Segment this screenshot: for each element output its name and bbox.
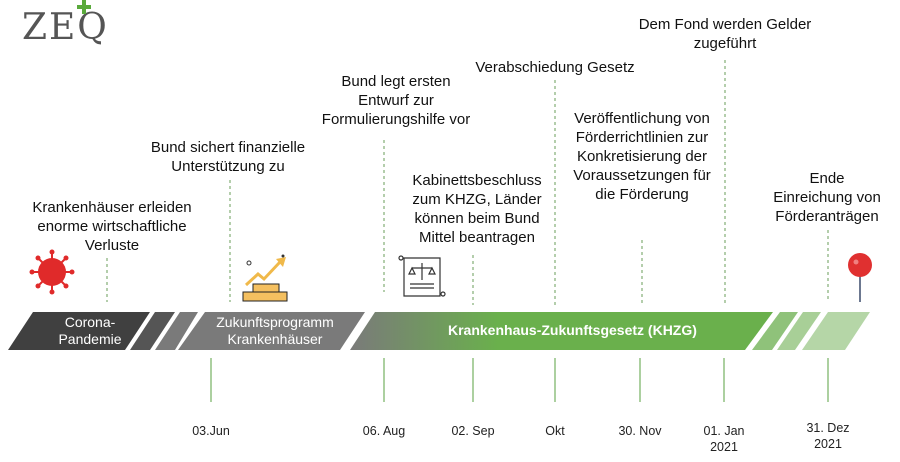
segment-khzg (350, 312, 773, 350)
segment-zukunftsprogramm (178, 312, 365, 350)
virus-icon (29, 249, 75, 295)
zeq-logo: ZEQ (22, 7, 109, 48)
date-6: 01. Jan 2021 (703, 424, 745, 454)
law-document-icon (398, 255, 446, 297)
date-2: 06. Aug (362, 424, 406, 438)
date-7: 31. Dez 2021 (806, 421, 850, 451)
date-3: 02. Sep (451, 424, 495, 438)
stripe-green-1 (752, 312, 798, 350)
stripe-dark (130, 312, 175, 350)
segment-corona (8, 312, 150, 350)
date-5: 30. Nov (618, 424, 662, 438)
stripe-green-3 (802, 312, 870, 350)
segment-corona-label: Corona-Pandemie (58, 314, 122, 347)
segment-khzg-label: Krankenhaus-Zukunftsgesetz (KHZG) (448, 322, 697, 338)
pin-icon (848, 253, 872, 302)
gold-growth-icon (242, 254, 288, 302)
stripe-grey (155, 312, 198, 350)
logo-plus-icon (77, 0, 91, 14)
date-1: 03.Jun (192, 424, 230, 438)
stripe-green-2 (777, 312, 821, 350)
event-5: Verabschiedung Gesetz (475, 59, 635, 76)
date-4: Okt (545, 424, 565, 438)
